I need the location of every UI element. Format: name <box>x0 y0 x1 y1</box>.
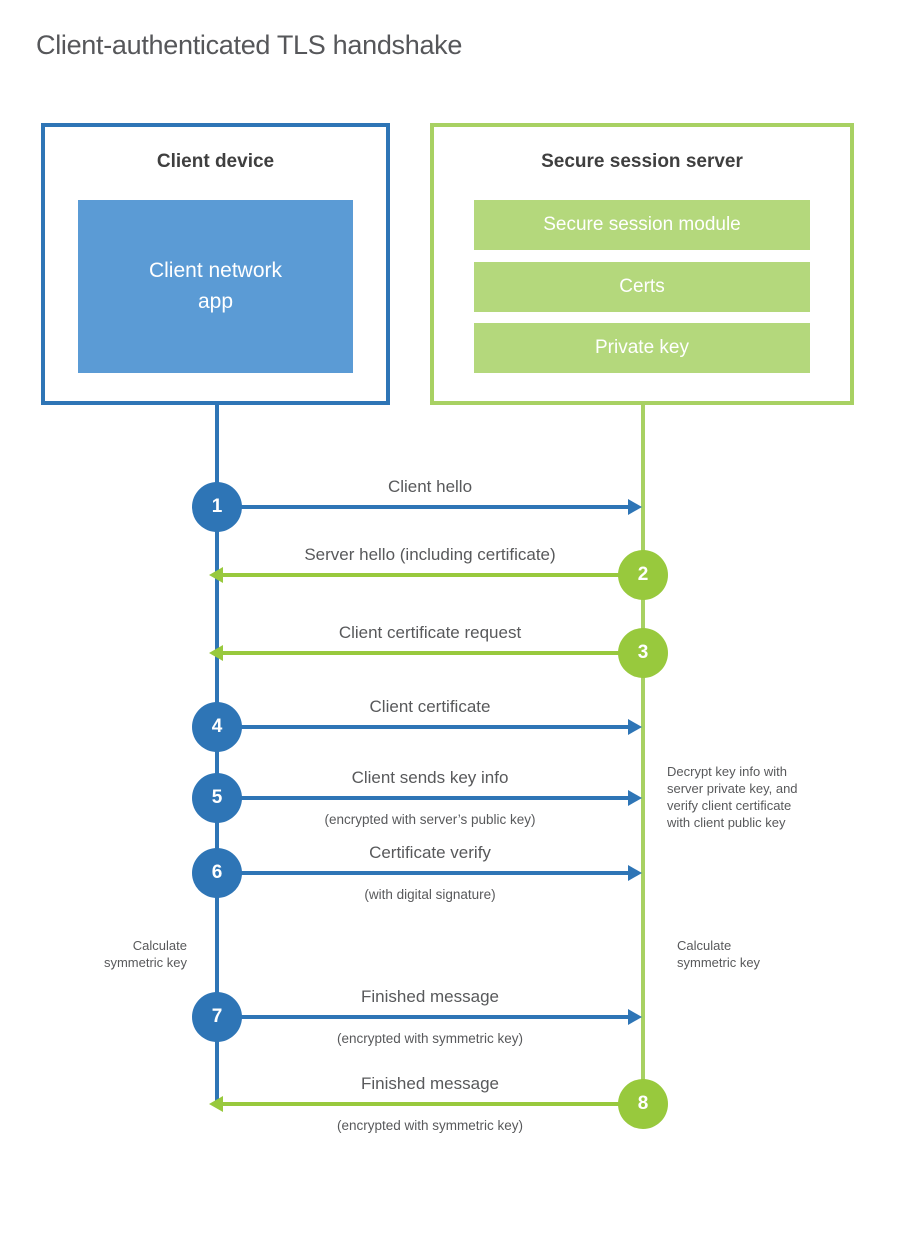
arrow-right-icon <box>628 865 642 881</box>
server-module-private-key: Private key <box>474 323 810 373</box>
message-label: Certificate verify <box>369 843 491 862</box>
arrow-line <box>217 871 630 875</box>
step-number-badge: 5 <box>192 773 242 823</box>
server-decrypt-note: Decrypt key info with server private key… <box>667 764 798 830</box>
step-number-badge: 8 <box>618 1079 668 1129</box>
step-number-badge: 4 <box>192 702 242 752</box>
arrow-line <box>222 573 643 577</box>
message-label: Client sends key info <box>351 768 509 787</box>
client-lifeline <box>215 405 219 1102</box>
arrow-right-icon <box>628 1009 642 1025</box>
arrow-left-icon <box>209 1096 223 1112</box>
server-lifeline <box>641 405 645 1106</box>
message-sublabel: (encrypted with symmetric key) <box>336 1031 524 1046</box>
step-number-badge: 1 <box>192 482 242 532</box>
server-calculate-key-note: Calculate symmetric key <box>677 938 761 970</box>
arrow-line <box>222 1102 643 1106</box>
arrow-right-icon <box>628 790 642 806</box>
step-1-message: Client hello 1 <box>192 477 643 532</box>
server-module-certs: Certs <box>474 262 810 312</box>
step-number-badge: 7 <box>192 992 242 1042</box>
arrow-right-icon <box>628 499 642 515</box>
client-network-app-box: Client network app <box>78 200 353 373</box>
message-label: Server hello (including certificate) <box>304 545 556 564</box>
arrow-line <box>217 505 630 509</box>
client-calculate-key-note: Calculate symmetric key <box>103 938 187 970</box>
arrow-line <box>217 725 630 729</box>
client-device-title: Client device <box>156 151 275 172</box>
server-module-secure-session: Secure session module <box>474 200 810 250</box>
message-label: Client certificate request <box>338 623 522 642</box>
step-6-message: Certificate verify 6 (with digital signa… <box>192 843 643 902</box>
arrow-left-icon <box>209 645 223 661</box>
message-label: Finished message <box>361 987 499 1006</box>
arrow-line <box>217 1015 630 1019</box>
message-label: Client hello <box>387 477 473 496</box>
message-sublabel: (with digital signature) <box>364 887 496 902</box>
step-5-message: Client sends key info 5 (encrypted with … <box>192 768 643 827</box>
message-label: Client certificate <box>369 697 491 716</box>
step-8-message: Finished message 8 (encrypted with symme… <box>209 1074 668 1133</box>
secure-session-server-title: Secure session server <box>541 151 743 172</box>
step-number-badge: 6 <box>192 848 242 898</box>
step-7-message: Finished message 7 (encrypted with symme… <box>192 987 643 1046</box>
page-title: Client-authenticated TLS handshake <box>36 30 463 60</box>
arrow-line <box>222 651 643 655</box>
message-sublabel: (encrypted with server’s public key) <box>324 812 536 827</box>
arrow-right-icon <box>628 719 642 735</box>
step-3-message: Client certificate request 3 <box>209 623 668 678</box>
step-2-message: Server hello (including certificate) 2 <box>209 545 668 600</box>
arrow-line <box>217 796 630 800</box>
arrow-left-icon <box>209 567 223 583</box>
message-label: Finished message <box>361 1074 499 1093</box>
step-number-badge: 2 <box>618 550 668 600</box>
message-sublabel: (encrypted with symmetric key) <box>336 1118 524 1133</box>
step-4-message: Client certificate 4 <box>192 697 643 752</box>
step-number-badge: 3 <box>618 628 668 678</box>
